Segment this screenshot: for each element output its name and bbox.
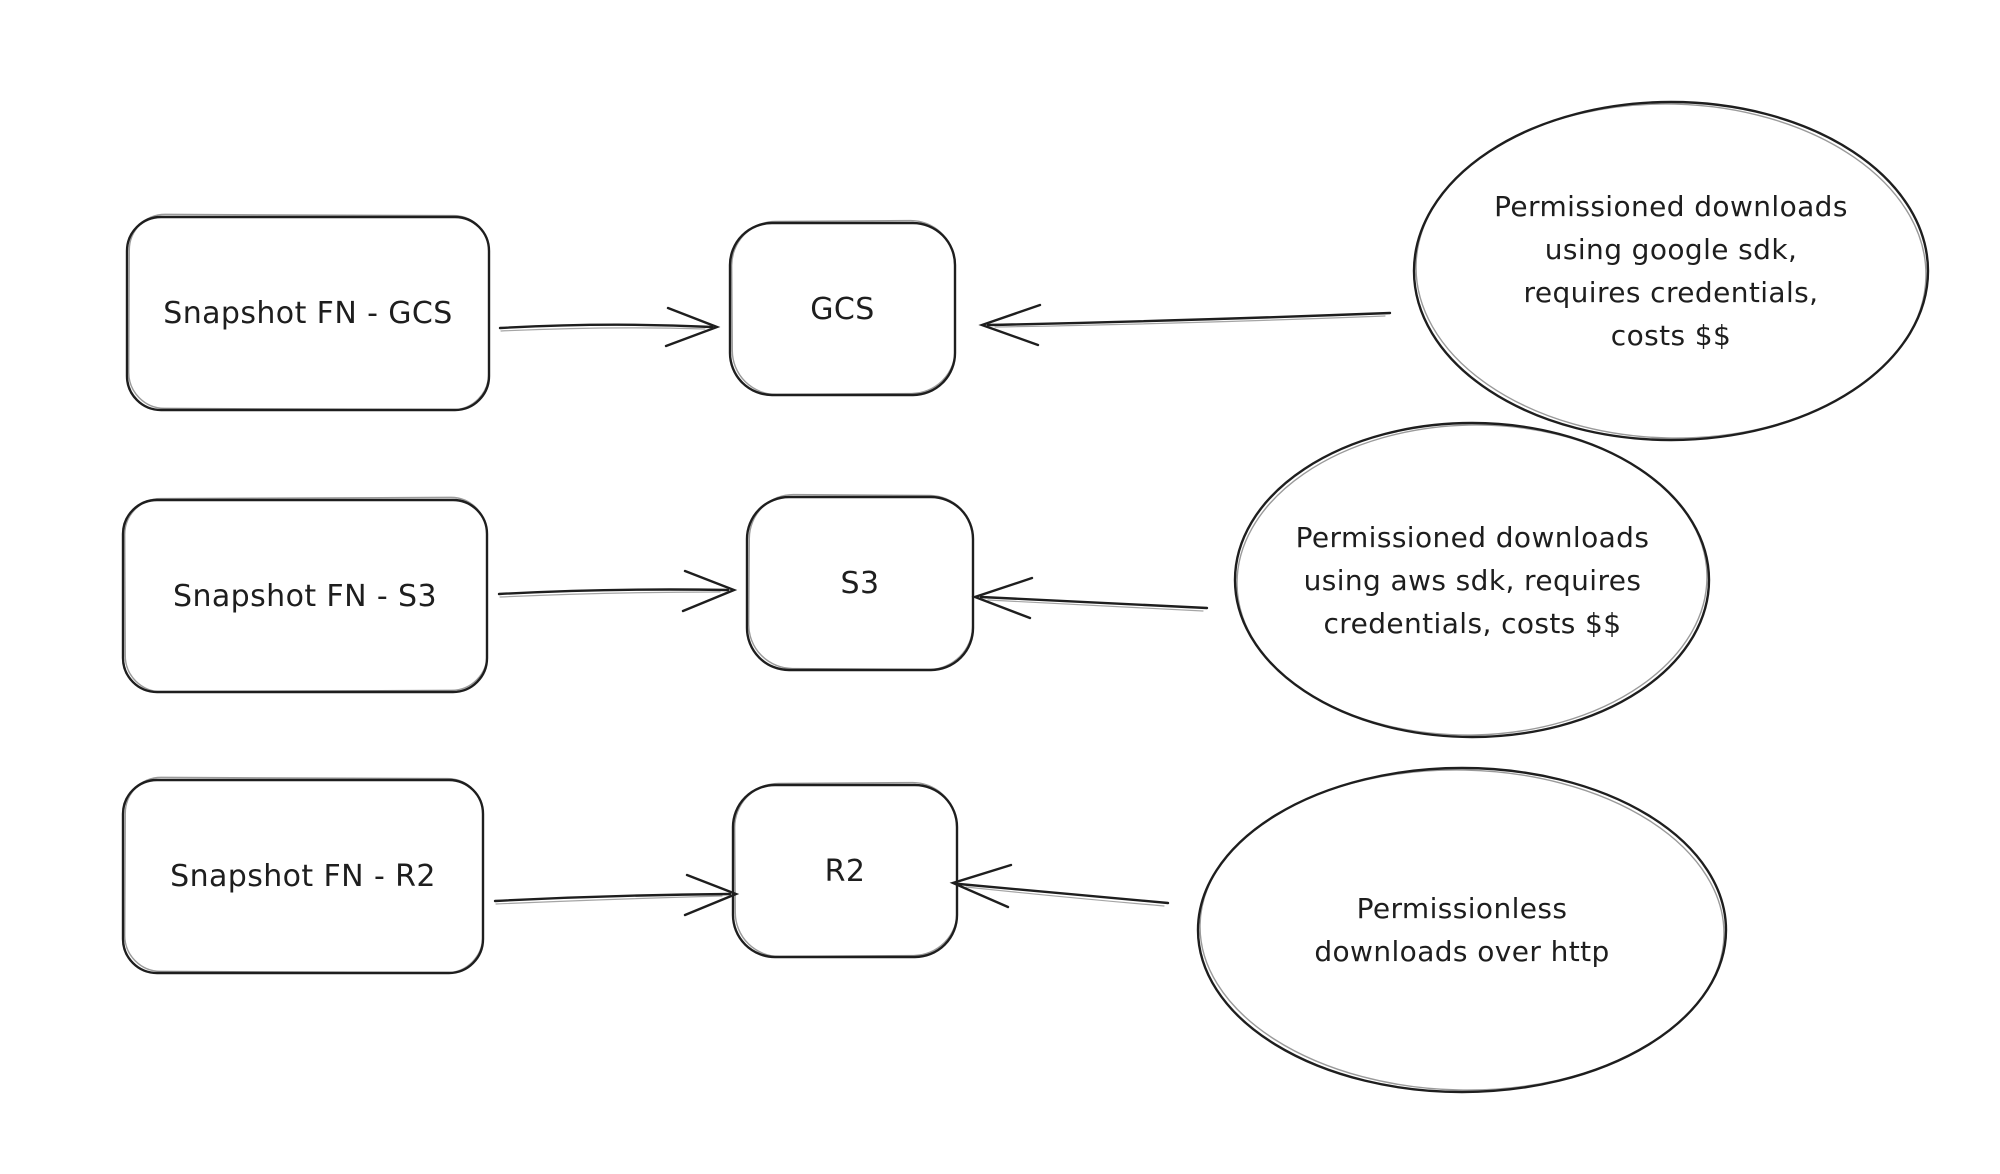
source-node-s3 <box>121 498 489 694</box>
arrow-r2-note-to-target <box>949 863 1170 909</box>
target-node-r2-sketch <box>733 781 958 958</box>
source-node-r2-sketch <box>124 776 484 974</box>
note-ellipse-s3 <box>1233 421 1711 739</box>
target-node-r2 <box>731 783 959 959</box>
target-node-gcs-sketch <box>730 219 956 396</box>
source-node-r2-label: Snapshot FN - R2 <box>170 859 436 894</box>
target-node-s3 <box>745 495 975 672</box>
note-ellipse-r2 <box>1196 766 1728 1094</box>
arrow-gcs-note-to-target <box>978 303 1392 347</box>
note-line: Permissioned downloads <box>1494 190 1848 223</box>
note-text-s3: Permissioned downloads using aws sdk, re… <box>1235 423 1710 737</box>
source-node-gcs-sketch <box>128 213 490 411</box>
target-node-s3-label: S3 <box>840 566 880 601</box>
note-line: Permissioned downloads <box>1295 520 1650 554</box>
target-node-gcs <box>728 221 957 397</box>
arrow-r2-source-to-target <box>493 873 740 917</box>
note-line: downloads over http <box>1314 935 1610 968</box>
source-node-r2 <box>121 778 485 975</box>
source-node-s3-label: Snapshot FN - S3 <box>173 578 437 614</box>
note-line: costs $$ <box>1610 319 1732 352</box>
target-node-r2-label: R2 <box>824 853 866 889</box>
target-node-s3-sketch <box>748 493 975 671</box>
note-line: using google sdk, <box>1544 233 1798 266</box>
note-ellipse-r2-sketch <box>1199 769 1725 1091</box>
arrow-gcs-source-to-target <box>498 306 721 348</box>
source-node-gcs <box>125 215 491 412</box>
note-line: requires credentials, <box>1523 276 1819 309</box>
note-line: credentials, costs $$ <box>1323 606 1622 640</box>
arrow-s3-source-to-target <box>497 569 738 613</box>
source-node-s3-sketch <box>124 496 488 693</box>
note-text-gcs: Permissioned downloads using google sdk,… <box>1414 102 1928 440</box>
note-ellipse-s3-sketch <box>1236 424 1708 736</box>
arrow-s3-note-to-target <box>971 576 1209 620</box>
note-line: using aws sdk, requires <box>1303 563 1642 597</box>
source-node-gcs-label: Snapshot FN - GCS <box>163 296 453 331</box>
note-text-r2: Permissionless downloads over http <box>1198 768 1726 1092</box>
target-node-gcs-label: GCS <box>810 291 875 327</box>
note-line: Permissionless <box>1356 892 1568 925</box>
note-ellipse-gcs-sketch <box>1415 103 1927 439</box>
note-ellipse-gcs <box>1412 100 1930 442</box>
